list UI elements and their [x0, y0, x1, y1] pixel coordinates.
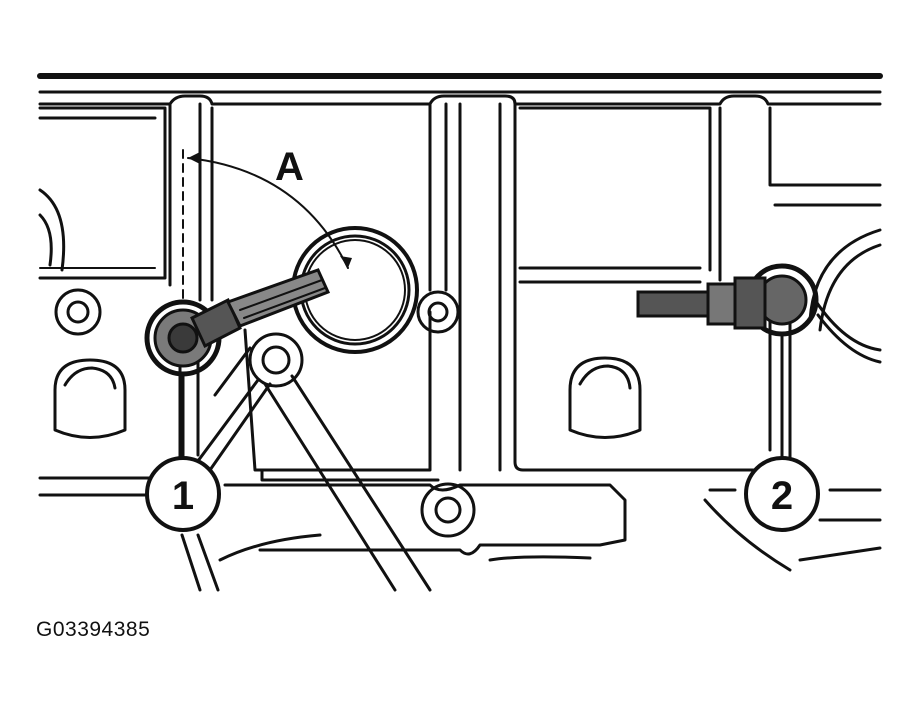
bolt-left-top	[54, 288, 102, 336]
bottom-flange	[38, 476, 882, 572]
left-housing	[38, 106, 167, 280]
sensor-2	[636, 263, 819, 337]
bolt-bottom-center	[420, 482, 476, 538]
figure-id-code: G03394385	[36, 618, 151, 641]
right-housing	[518, 106, 882, 462]
sensor-1	[144, 268, 331, 377]
bolt-lever-pivot	[248, 332, 304, 388]
cup-boss-right	[568, 356, 642, 439]
lever-arms	[180, 346, 432, 592]
angle-indicator: A	[182, 145, 352, 301]
top-rail	[37, 73, 883, 106]
callout-1-number: 1	[172, 474, 194, 518]
inner-left-panel	[210, 106, 440, 482]
bolt-center-top	[416, 290, 460, 334]
center-ribs	[428, 102, 762, 472]
callout-1: 1	[145, 372, 221, 532]
angle-label-a: A	[275, 145, 304, 189]
callout-2-number: 2	[771, 474, 793, 518]
right-bore-arcs	[808, 228, 882, 364]
callout-2: 2	[744, 332, 820, 532]
cup-boss-left	[53, 358, 127, 439]
